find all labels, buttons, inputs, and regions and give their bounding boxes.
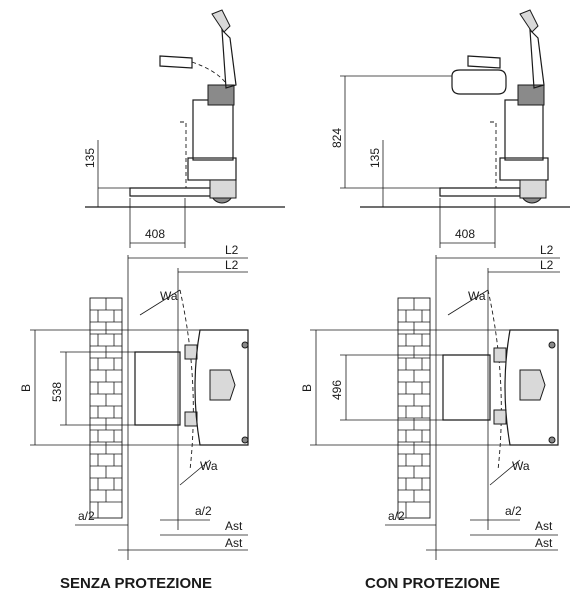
wall	[89, 297, 123, 519]
left-top-view: L2 L2 Wa Wa B 538 a/2 a/2 Ast Ast	[19, 243, 249, 560]
fork	[129, 187, 216, 197]
overall-height-label: 824	[330, 128, 344, 148]
tiller-alt	[159, 55, 193, 69]
fork-top	[442, 354, 491, 421]
battery-cover	[207, 84, 235, 106]
wheel-housing	[519, 179, 547, 199]
tiller-head	[211, 9, 231, 33]
a2-left-label: a/2	[78, 509, 95, 523]
tiller-arm	[221, 28, 237, 89]
tiller-alt	[467, 55, 501, 69]
protection-guard	[451, 69, 507, 95]
right-top-view: L2 L2 Wa Wa B 496 a/2 a/2 Ast Ast	[300, 243, 560, 560]
chassis	[187, 157, 237, 181]
fork-width-label: 496	[330, 380, 344, 400]
truck-body-top	[504, 329, 559, 446]
battery-cover	[517, 84, 545, 106]
wa-bottom-label: Wa	[512, 459, 530, 473]
wheel-housing	[209, 179, 237, 199]
length-label: 408	[455, 227, 475, 241]
ast-outer-label: Ast	[225, 536, 243, 550]
truck-body-top	[194, 329, 249, 446]
right-side-view: 824 135 408	[330, 9, 570, 248]
b-label: B	[19, 384, 33, 392]
mast-body	[192, 99, 234, 161]
left-caption: SENZA PROTEZIONE	[60, 575, 212, 592]
length-label: 408	[145, 227, 165, 241]
a2-left-label: a/2	[388, 509, 405, 523]
chassis	[499, 157, 549, 181]
wa-top-label: Wa	[160, 289, 178, 303]
ast-inner-label: Ast	[535, 519, 553, 533]
wall	[397, 297, 431, 519]
a2-right-label: a/2	[195, 504, 212, 518]
mast-body	[504, 99, 544, 161]
l2-outer-label: L2	[540, 243, 554, 257]
b-label: B	[300, 384, 314, 392]
left-side-view: 135 408	[83, 9, 285, 248]
fork	[439, 187, 521, 197]
fork-top	[134, 351, 181, 426]
l2-inner-label: L2	[225, 258, 239, 272]
ast-outer-label: Ast	[535, 536, 553, 550]
ast-inner-label: Ast	[225, 519, 243, 533]
tiller-head	[519, 9, 539, 33]
wa-bottom-label: Wa	[200, 459, 218, 473]
wa-top-label: Wa	[468, 289, 486, 303]
tiller-arm	[529, 28, 545, 89]
a2-right-label: a/2	[505, 504, 522, 518]
height-label: 135	[83, 148, 97, 168]
height-label: 135	[368, 148, 382, 168]
right-caption: CON PROTEZIONE	[365, 575, 500, 592]
l2-outer-label: L2	[225, 243, 239, 257]
l2-inner-label: L2	[540, 258, 554, 272]
fork-width-label: 538	[50, 382, 64, 402]
